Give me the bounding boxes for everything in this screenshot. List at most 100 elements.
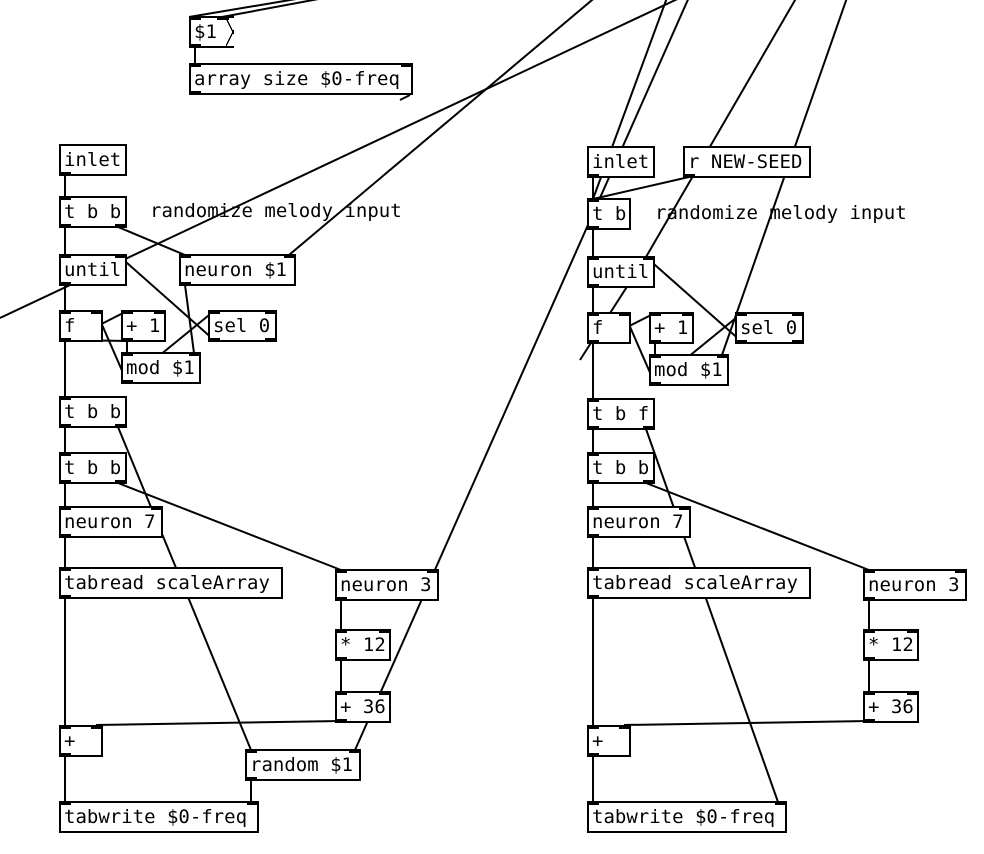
outlet-port[interactable] [265, 338, 277, 342]
inlet-port[interactable] [335, 629, 347, 633]
outlet-port[interactable] [59, 224, 71, 228]
inlet-port[interactable] [59, 801, 71, 805]
object-plus-one[interactable]: + 1 [121, 310, 166, 342]
outlet-port[interactable] [189, 44, 201, 48]
object-tabwrite[interactable]: tabwrite $0-freq [59, 801, 259, 833]
patch-cord[interactable] [623, 720, 870, 726]
outlet-port[interactable] [208, 338, 220, 342]
inlet-port[interactable] [587, 398, 599, 402]
outlet-port[interactable] [863, 657, 875, 661]
outlet-port[interactable] [792, 340, 804, 344]
inlet-port[interactable] [59, 396, 71, 400]
outlet-port[interactable] [335, 657, 347, 661]
object-neuron-3[interactable]: neuron 3 [335, 569, 439, 601]
object-plus-one[interactable]: + 1 [649, 312, 694, 344]
object-array-size[interactable]: array size $0-freq [189, 63, 413, 95]
patch-cord[interactable] [117, 482, 342, 571]
inlet-port[interactable] [907, 629, 919, 633]
inlet-port[interactable] [619, 725, 631, 729]
outlet-port[interactable] [863, 597, 875, 601]
outlet-port[interactable] [587, 340, 599, 344]
inlet-port[interactable] [59, 506, 71, 510]
outlet-port[interactable] [587, 480, 599, 484]
outlet-port[interactable] [179, 282, 191, 286]
inlet-port[interactable] [619, 312, 631, 316]
outlet-port[interactable] [863, 719, 875, 723]
inlet-port[interactable] [189, 352, 201, 356]
object-select[interactable]: sel 0 [208, 310, 277, 342]
message-box-dollar1[interactable]: $1 [189, 16, 234, 48]
inlet-port[interactable] [863, 629, 875, 633]
inlet-port[interactable] [121, 352, 133, 356]
inlet-port[interactable] [245, 749, 257, 753]
inlet-port[interactable] [121, 310, 133, 314]
object-plus[interactable]: + [59, 725, 103, 757]
object-neuron[interactable]: neuron $1 [179, 254, 296, 286]
inlet-port[interactable] [265, 310, 277, 314]
patch-cord[interactable] [184, 284, 195, 354]
inlet-port[interactable] [115, 254, 127, 258]
patch-cord[interactable] [288, 0, 598, 256]
object-trigger[interactable]: t b [587, 198, 631, 230]
object-inlet[interactable]: inlet [587, 146, 655, 178]
inlet-port[interactable] [379, 691, 391, 695]
object-receive[interactable]: r NEW-SEED [683, 146, 811, 178]
inlet-port[interactable] [335, 569, 347, 573]
outlet-port[interactable] [587, 595, 599, 599]
outlet-port[interactable] [115, 424, 127, 428]
patch-cord[interactable] [117, 226, 186, 256]
patch-cord[interactable] [354, 0, 690, 751]
outlet-port[interactable] [587, 534, 599, 538]
object-plus-36[interactable]: + 36 [335, 691, 391, 723]
outlet-port[interactable] [245, 777, 257, 781]
outlet-port[interactable] [59, 424, 71, 428]
inlet-port[interactable] [587, 725, 599, 729]
outlet-port[interactable] [115, 480, 127, 484]
inlet-port[interactable] [587, 198, 599, 202]
inlet-port[interactable] [349, 749, 361, 753]
outlet-port[interactable] [335, 719, 347, 723]
patch-cord[interactable] [117, 254, 215, 341]
object-until[interactable]: until [59, 254, 127, 286]
inlet-port[interactable] [247, 801, 259, 805]
inlet-port[interactable] [59, 567, 71, 571]
object-mod[interactable]: mod $1 [121, 352, 201, 384]
inlet-port[interactable] [863, 569, 875, 573]
outlet-port[interactable] [643, 426, 655, 430]
inlet-port[interactable] [863, 691, 875, 695]
outlet-port[interactable] [189, 91, 201, 95]
outlet-port[interactable] [643, 480, 655, 484]
inlet-port[interactable] [907, 691, 919, 695]
object-neuron-7[interactable]: neuron 7 [587, 506, 691, 538]
outlet-port[interactable] [587, 284, 599, 288]
inlet-port[interactable] [587, 312, 599, 316]
object-plus[interactable]: + [587, 725, 631, 757]
inlet-port[interactable] [427, 569, 439, 573]
inlet-port[interactable] [587, 506, 599, 510]
outlet-port[interactable] [59, 480, 71, 484]
object-select[interactable]: sel 0 [735, 312, 804, 344]
inlet-port[interactable] [955, 569, 967, 573]
patch-cord[interactable] [399, 94, 411, 101]
inlet-port[interactable] [335, 691, 347, 695]
patch-cord[interactable] [645, 482, 870, 571]
object-times-12[interactable]: * 12 [863, 629, 919, 661]
patch-cord[interactable] [95, 720, 342, 726]
object-tabread[interactable]: tabread scaleArray [587, 567, 811, 599]
object-neuron-3[interactable]: neuron 3 [863, 569, 967, 601]
inlet-port[interactable] [682, 312, 694, 316]
outlet-port[interactable] [121, 380, 133, 384]
inlet-port[interactable] [587, 452, 599, 456]
object-trigger[interactable]: t b b [587, 452, 655, 484]
inlet-port[interactable] [154, 310, 166, 314]
object-plus-36[interactable]: + 36 [863, 691, 919, 723]
inlet-port[interactable] [179, 254, 191, 258]
outlet-port[interactable] [115, 224, 127, 228]
outlet-port[interactable] [649, 382, 661, 386]
inlet-port[interactable] [717, 354, 729, 358]
inlet-port[interactable] [792, 312, 804, 316]
inlet-port[interactable] [59, 254, 71, 258]
outlet-port[interactable] [587, 426, 599, 430]
object-neuron-7[interactable]: neuron 7 [59, 506, 163, 538]
